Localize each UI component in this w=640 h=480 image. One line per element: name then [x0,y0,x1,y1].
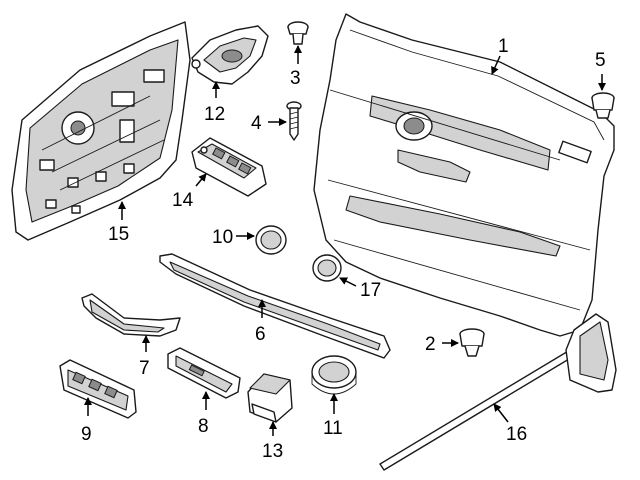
callout-6: 6 [255,299,266,345]
part-16-weatherstrip [379,313,617,471]
callout-10: 10 [212,227,255,248]
callout-2: 2 [425,334,459,355]
svg-text:16: 16 [506,424,527,445]
svg-text:4: 4 [251,113,262,134]
part-3-push-clip [287,21,309,45]
callout-3: 3 [290,45,302,89]
part-5-clip [591,92,615,119]
svg-text:6: 6 [255,324,266,345]
part-6-trim-strip [159,253,391,359]
callout-11: 11 [323,393,343,439]
part-17-cover-cap [312,254,342,282]
svg-text:3: 3 [290,68,301,89]
part-1-door-trim-panel [313,13,615,337]
svg-text:9: 9 [81,424,92,445]
svg-text:13: 13 [262,441,283,462]
svg-text:8: 8 [198,416,209,437]
svg-text:7: 7 [139,358,150,379]
part-8-switch-bezel [167,347,241,399]
callout-8: 8 [198,391,210,437]
svg-text:14: 14 [172,190,194,211]
part-9-switch-panel [59,359,137,419]
part-12-handle-bracket [191,25,269,85]
callout-17: 17 [339,277,381,301]
callout-4: 4 [251,113,287,134]
svg-text:5: 5 [595,50,606,71]
part-15-door-carrier [11,21,191,241]
svg-text:10: 10 [212,227,233,248]
callout-13: 13 [262,421,283,462]
callout-14: 14 [172,173,207,211]
part-7-trim-piece [81,293,181,337]
svg-text:11: 11 [323,418,343,439]
callout-9: 9 [81,397,92,445]
callout-5: 5 [595,50,606,91]
svg-text:17: 17 [360,280,381,301]
svg-text:12: 12 [204,104,225,125]
callout-1: 1 [491,36,509,75]
part-13-switch [247,373,293,423]
part-10-speaker-ring [255,225,287,255]
part-11-speaker-grille [311,355,357,395]
callout-12: 12 [204,81,225,125]
svg-text:2: 2 [425,334,436,355]
part-4-screw [286,101,302,141]
svg-text:15: 15 [108,224,129,245]
svg-text:1: 1 [498,36,509,57]
callout-15: 15 [108,201,129,245]
part-14-window-switch [191,137,267,197]
callout-16: 16 [493,403,527,445]
callout-7: 7 [139,335,150,379]
part-2-clip [459,328,485,357]
